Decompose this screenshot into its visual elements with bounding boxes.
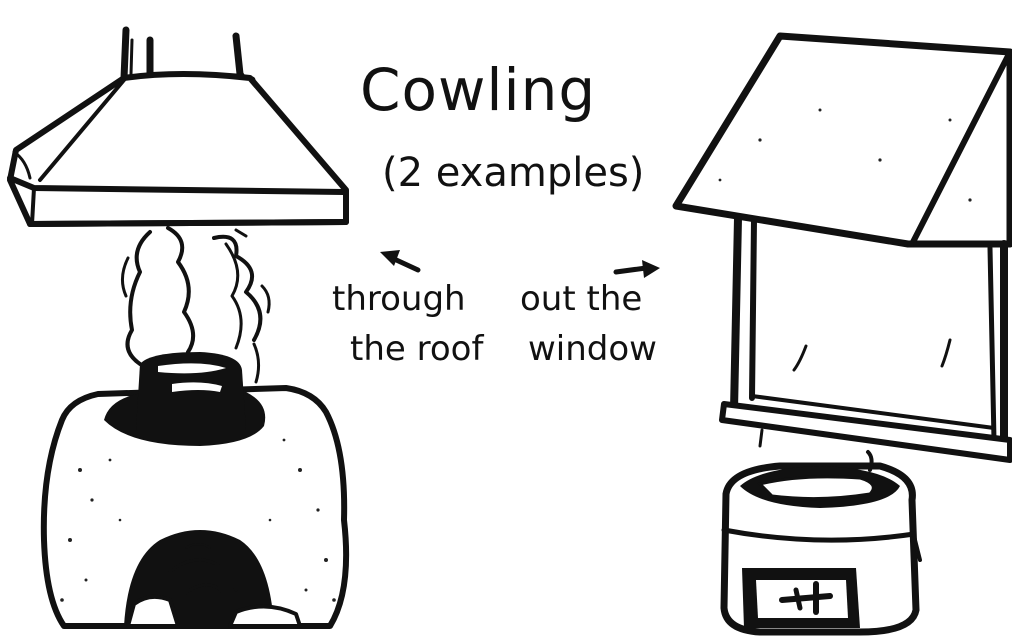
window-hood-stove-drawing [676, 36, 1010, 632]
roof-hood [10, 74, 346, 224]
clay-stove [44, 352, 346, 626]
through-roof-label-line1: through [332, 279, 466, 319]
diagram-title: Cowling [360, 56, 596, 124]
diagram-subtitle: (2 examples) [382, 150, 644, 196]
through-roof-label-line2: the roof [350, 329, 484, 369]
roof-hood-stove-drawing [10, 30, 346, 626]
right-arrow-icon [616, 260, 660, 278]
metal-stove [724, 452, 920, 632]
window-hood-box [722, 218, 1010, 460]
out-window-label-line1: out the [520, 279, 642, 319]
out-window-label-line2: window [528, 329, 657, 369]
window-hood-roof [676, 36, 1010, 244]
up-left-arrow-icon [380, 250, 418, 270]
